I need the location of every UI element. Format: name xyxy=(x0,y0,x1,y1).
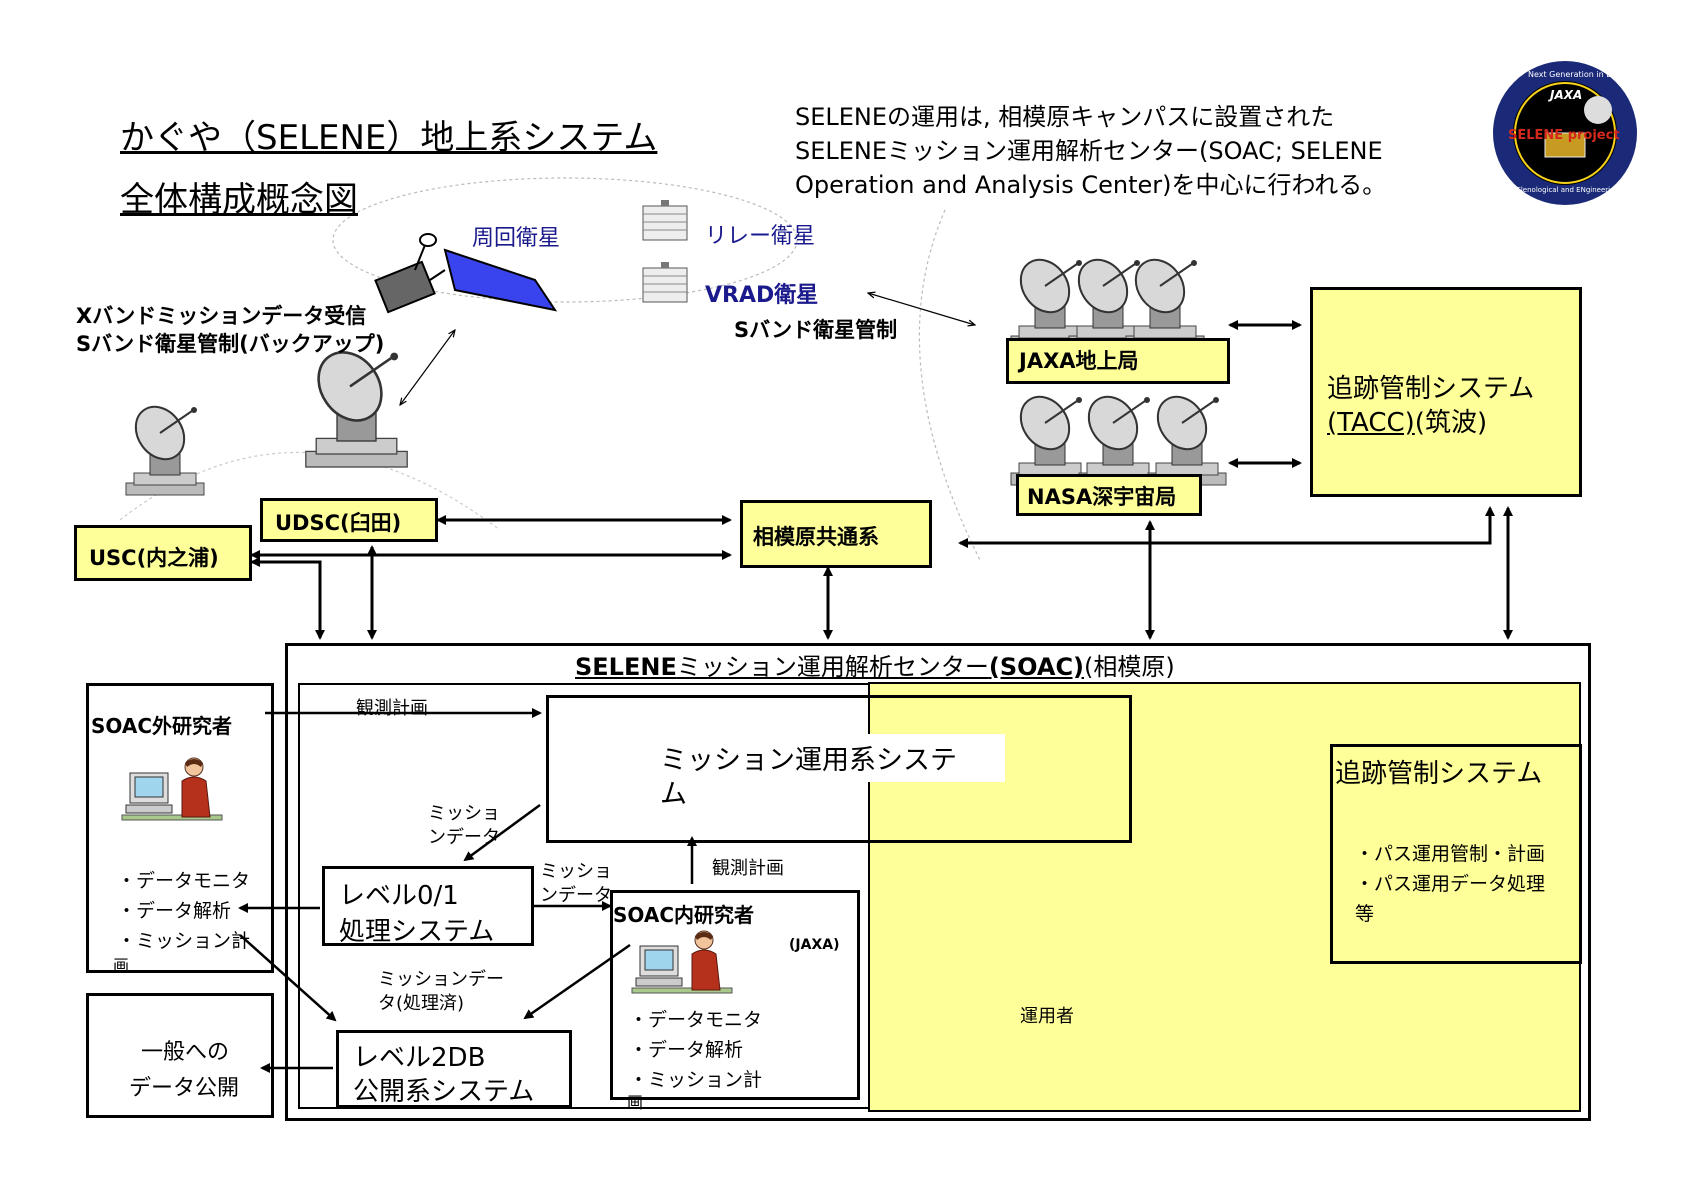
intro-text: SELENEの運用は, 相模原キャンパスに設置された SELENEミッション運用… xyxy=(795,103,1387,199)
mission-data-label-2: ミッショ ンデータ xyxy=(540,861,612,906)
nasa-dish-icon xyxy=(1146,386,1227,486)
usc-station: USC(内之浦) xyxy=(74,525,252,581)
level01-box: レベル0/1 処理システム xyxy=(322,866,534,947)
soac-frame xyxy=(285,643,1591,1121)
mission-ops-box xyxy=(546,695,1132,843)
vrad-satellite-icon xyxy=(642,261,688,303)
selene-logo: Next Generation in Lunar Exploration JAX… xyxy=(1490,58,1677,208)
diagram-subtitle: 全体構成概念図 xyxy=(120,180,358,220)
usc-dish-icon xyxy=(124,396,205,496)
level2db-box: レベル2DB 公開系システム xyxy=(336,1030,572,1108)
diagram-title: かぐや（SELENE）地上系システム xyxy=(120,118,658,158)
obs-plan-label: 観測計画 xyxy=(356,698,428,719)
udsc-station: UDSC(臼田) xyxy=(260,498,438,542)
tacc-box: 追跡管制システム (TACC)(筑波) xyxy=(1310,287,1582,497)
obs-plan-label-2: 観測計画 xyxy=(712,858,784,879)
tracking-box: 追跡管制システム ・パス運用管制・計画 ・パス運用データ処理 等 xyxy=(1330,744,1582,964)
orbiter-satellite-icon xyxy=(374,233,558,314)
sband-backup-label: Sバンド衛星管制(バックアップ) xyxy=(76,332,385,356)
vrad-label: VRAD衛星 xyxy=(705,283,819,308)
soac-title: SELENEミッション運用解析センター(SOAC)(相模原) xyxy=(575,653,1175,681)
sagamihara-common: 相模原共通系 xyxy=(740,500,932,568)
jaxa-station: JAXA地上局 xyxy=(1006,338,1230,384)
mission-data-label: ミッショ ンデータ xyxy=(428,803,500,848)
public-box: 一般への データ公開 xyxy=(86,993,274,1118)
mission-ops-label: ミッション運用系システ ム xyxy=(660,745,957,810)
mission-area-frame xyxy=(298,683,870,1109)
operators-label: 運用者 xyxy=(1020,1006,1074,1027)
internal-researcher-box: SOAC内研究者 (JAXA) ・データモニタ ・データ解析 ・ミッション計 画 xyxy=(610,890,860,1112)
external-researcher-box: SOAC外研究者 ・データモニタ ・データ解析 ・ミッション計 画 xyxy=(86,683,274,975)
nasa-dish-icon xyxy=(1009,386,1090,486)
relay-label: リレー衛星 xyxy=(705,224,816,249)
processed-data-label: ミッションデー タ(処理済) xyxy=(378,969,504,1014)
orbiter-label: 周回衛星 xyxy=(472,226,561,251)
nasa-station: NASA深宇宙局 xyxy=(1016,474,1202,516)
relay-satellite-icon xyxy=(642,199,688,241)
nasa-dish-icon xyxy=(1077,386,1158,486)
xband-label: Xバンドミッションデータ受信 xyxy=(76,304,367,328)
sband-label: Sバンド衛星管制 xyxy=(734,318,898,342)
udsc-dish-icon xyxy=(304,338,409,469)
